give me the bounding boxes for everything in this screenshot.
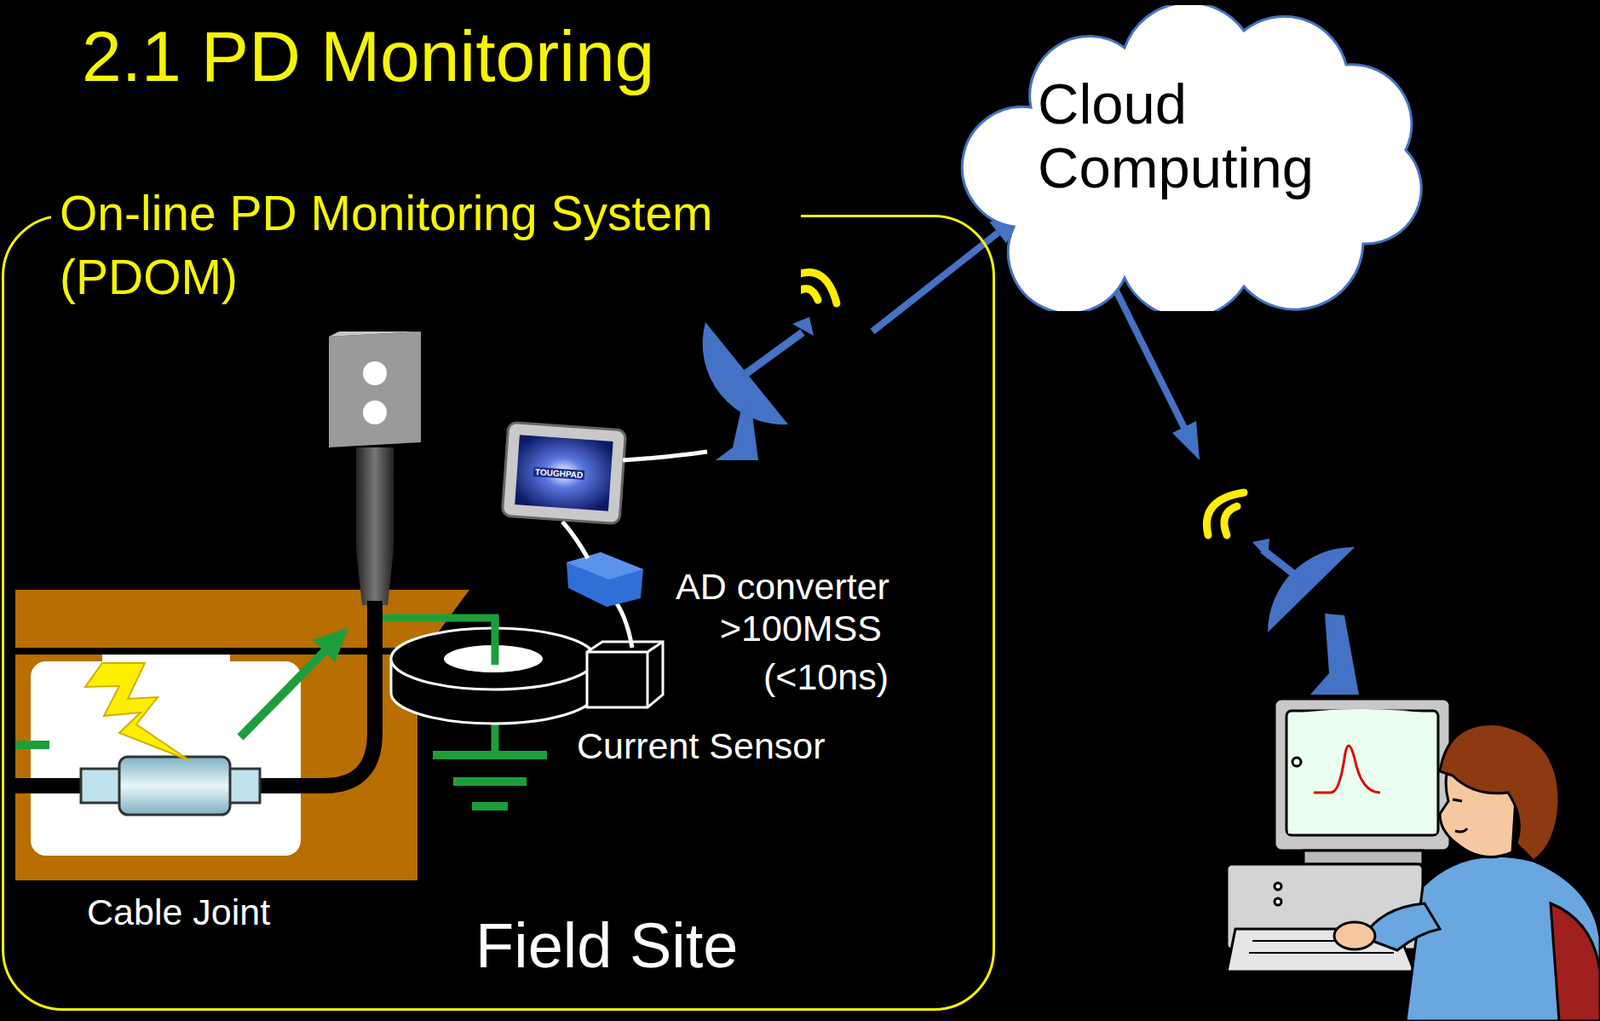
ad-converter (562, 521, 644, 648)
part-label: >100MSS (719, 607, 882, 650)
part-label: Current Sensor (576, 725, 826, 767)
part-label: AD converter (675, 565, 890, 608)
satellite-dish (702, 316, 814, 461)
power-cable (15, 600, 375, 815)
uplink-arrow (872, 214, 1021, 332)
cable-termination (328, 331, 421, 605)
connector-line (872, 232, 998, 332)
computer (1226, 698, 1451, 972)
part-label: (<10ns) (763, 656, 889, 698)
tablet-pc (501, 421, 626, 524)
satellite-dish (1252, 538, 1359, 695)
current-sensor (391, 617, 663, 724)
node-heading: On-line PD Monitoring System (PDOM) (51, 181, 801, 310)
discharge-spark (85, 662, 190, 760)
cloud-outline (961, 5, 1422, 311)
slide-title: 2.1 PD Monitoring (81, 15, 655, 98)
radio-waves (797, 272, 837, 304)
node-label: Field Site (475, 910, 738, 980)
tablet-cable (622, 451, 708, 461)
ground-pit (15, 589, 470, 881)
part-label: Cable Joint (86, 891, 271, 933)
node-heading: Cloud Computing (1037, 71, 1379, 200)
operator (1334, 724, 1600, 1021)
cloud-node: Cloud Computing (954, 5, 1434, 311)
radio-waves (1206, 492, 1244, 536)
